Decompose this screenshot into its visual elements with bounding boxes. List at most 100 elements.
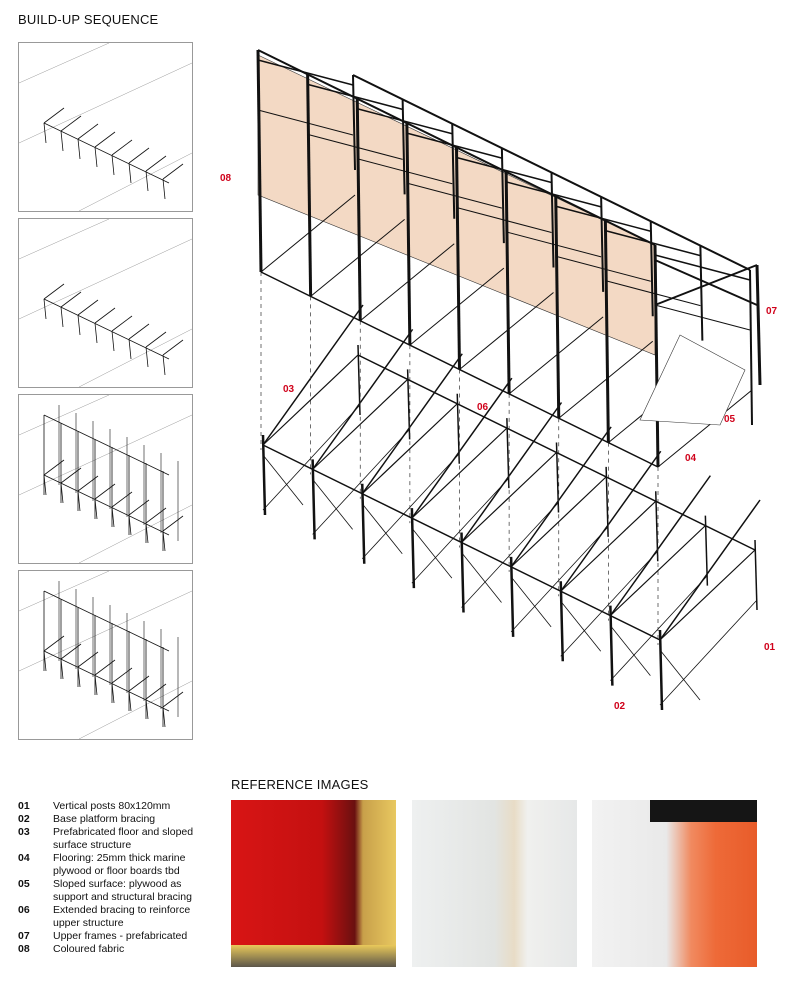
sketch-line [654, 304, 751, 331]
sketch-line [43, 650, 170, 712]
sketch-line [659, 599, 758, 706]
sketch-line [355, 98, 362, 321]
sketch-line [754, 539, 758, 611]
sketch-line [610, 575, 708, 681]
sketch-line [18, 590, 193, 672]
sketch-line [162, 339, 184, 356]
sketch-line [43, 283, 65, 300]
sketch-line [559, 581, 564, 662]
sequence-step-1 [18, 42, 193, 212]
legend-text: Sloped surface: plywood as support and s… [53, 878, 192, 903]
sketch-line [649, 221, 654, 317]
sketch-line [145, 155, 167, 172]
sketch-line [461, 452, 557, 543]
sketch-line [77, 299, 99, 316]
sketch-line [510, 576, 552, 628]
sketch-line [262, 444, 661, 641]
sketch-line [560, 601, 602, 652]
sketch-line [162, 178, 166, 200]
sketch-line [411, 527, 453, 579]
sketch-line [43, 122, 170, 184]
callout-03: 03 [283, 384, 295, 395]
sketch-line [310, 218, 405, 297]
legend-text: Prefabricated floor and sloped surface s… [53, 826, 194, 851]
axonometric-drawing [200, 35, 800, 735]
sketch-line [657, 389, 753, 468]
sketch-line [455, 147, 461, 370]
sketch-line [451, 123, 456, 219]
sketch-line [411, 427, 508, 519]
legend-text: Flooring: 25mm thick marine plywood or f… [53, 852, 186, 877]
sketch-line [78, 504, 193, 564]
sketch-line [262, 304, 364, 446]
sketch-line [500, 148, 505, 244]
sketch-line [609, 605, 614, 686]
sketch-line [18, 570, 110, 612]
sketch-line [111, 139, 133, 156]
sketch-line [653, 244, 660, 468]
sketch-line [60, 291, 82, 308]
sketch-line [509, 556, 515, 637]
sketch-line [560, 550, 659, 657]
sketch-line [361, 503, 403, 554]
reference-title: REFERENCE IMAGES [231, 777, 369, 792]
legend-text: Base platform bracing [53, 813, 156, 825]
sketch-line [361, 403, 458, 495]
sketch-line [510, 426, 612, 568]
sketch-line [94, 131, 116, 148]
sketch-line [359, 243, 455, 322]
sketch-line [410, 508, 416, 589]
sketch-line [654, 254, 751, 281]
legend-text: Extended bracing to reinforce upper stru… [53, 904, 191, 929]
sketch-line [18, 218, 110, 260]
sketch-line [558, 340, 654, 419]
legend-number: 03 [18, 826, 30, 838]
sketch-line [357, 158, 453, 185]
sketch-line [609, 475, 711, 617]
sketch-line [260, 271, 659, 468]
sketch-line [94, 307, 116, 324]
sketch-line [18, 414, 193, 496]
sketch-line [654, 264, 758, 306]
sketch-line [659, 649, 701, 701]
sketch-line [18, 394, 110, 436]
sketch-line [262, 454, 304, 506]
sketch-line [406, 182, 503, 209]
sketch-line [162, 515, 184, 532]
sketch-line [699, 245, 704, 341]
sketch-line [609, 525, 706, 617]
sketch-line [554, 196, 561, 419]
sketch-line [128, 323, 150, 340]
sketch-line [352, 74, 356, 171]
sketch-line [18, 238, 193, 320]
sketch-line [43, 298, 47, 320]
callout-02: 02 [614, 701, 626, 712]
sketch-line [409, 267, 505, 346]
sketch-line [145, 170, 149, 192]
callout-05: 05 [724, 414, 736, 425]
sketch-line [128, 147, 150, 164]
sketch-line [560, 500, 657, 592]
legend-number: 04 [18, 852, 30, 864]
sketch-line [460, 402, 563, 543]
legend-number: 01 [18, 800, 30, 812]
sketch-line [755, 264, 762, 386]
sketch-line [78, 328, 193, 388]
sketch-line [77, 314, 81, 336]
sketch-line [411, 377, 513, 519]
sketch-line [262, 354, 359, 446]
sketch-line [162, 354, 166, 376]
sketch-line [18, 62, 193, 144]
sketch-line [261, 434, 267, 516]
sketch-line [312, 479, 353, 530]
sketch-line [78, 680, 193, 740]
sketch-line [550, 172, 555, 268]
callout-01: 01 [764, 642, 776, 653]
reference-image-orange-fabric [592, 800, 757, 967]
sequence-step-4 [18, 570, 193, 740]
sketch-line [312, 378, 409, 470]
